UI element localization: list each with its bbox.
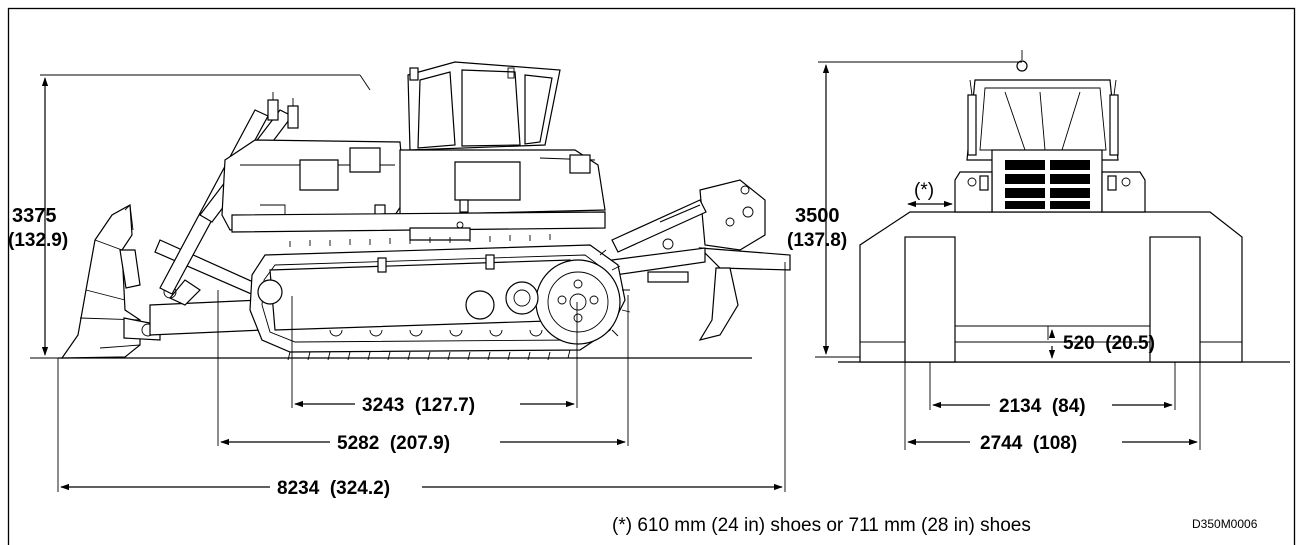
drawing-frame bbox=[7, 7, 1296, 545]
side-view: 3375 (132.9) 3243 (127.7) 5282 (207.9) 8… bbox=[8, 61, 791, 499]
front-height-in: (137.8) bbox=[787, 230, 847, 251]
front-view: 3500 (137.8) (*) 520 (20.5) 2134 (84) 27… bbox=[787, 50, 1290, 454]
track-gauge: 2134 (84) bbox=[999, 396, 1086, 417]
shoe-width-marker: (*) bbox=[914, 180, 934, 201]
track-assembly bbox=[249, 234, 631, 361]
front-dimension-lines bbox=[815, 61, 1201, 450]
ripper bbox=[611, 179, 791, 341]
track-grousers bbox=[287, 234, 631, 361]
right-track bbox=[1149, 236, 1201, 363]
shoe-footnote: (*) 610 mm (24 in) shoes or 711 mm (28 i… bbox=[612, 515, 1031, 536]
ground-clearance: 520 (20.5) bbox=[1063, 333, 1155, 354]
side-height-in: (132.9) bbox=[8, 230, 68, 251]
wheelbase-length: 5282 (207.9) bbox=[337, 433, 450, 454]
overall-length: 8234 (324.2) bbox=[277, 478, 390, 499]
side-dimension-lines bbox=[30, 74, 786, 492]
track-contact-length: 3243 (127.7) bbox=[362, 395, 475, 416]
overall-width: 2744 (108) bbox=[980, 433, 1077, 454]
front-body bbox=[954, 50, 1146, 213]
tractor-body bbox=[221, 61, 606, 241]
side-height-mm: 3375 bbox=[12, 205, 57, 227]
left-track bbox=[904, 236, 956, 363]
drawing-code: D350M0006 bbox=[1192, 517, 1258, 531]
radiator-grille bbox=[1005, 160, 1090, 209]
front-height-mm: 3500 bbox=[795, 205, 840, 227]
dozer-blade bbox=[60, 204, 161, 359]
